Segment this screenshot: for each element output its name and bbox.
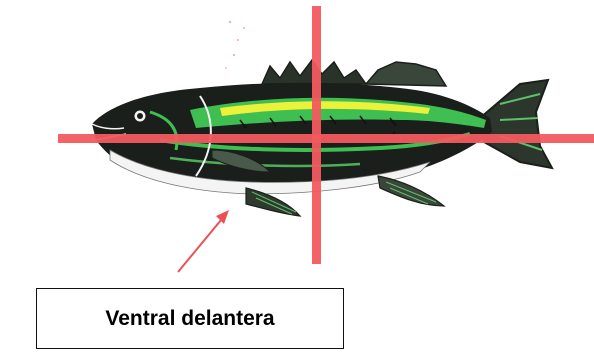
specks xyxy=(225,21,245,69)
pointer-arrow-icon xyxy=(178,210,229,272)
horizontal-crosshair-line xyxy=(58,134,594,143)
label-box: Ventral delantera xyxy=(36,288,344,349)
label-text: Ventral delantera xyxy=(105,307,274,331)
vertical-crosshair-line xyxy=(312,6,321,264)
